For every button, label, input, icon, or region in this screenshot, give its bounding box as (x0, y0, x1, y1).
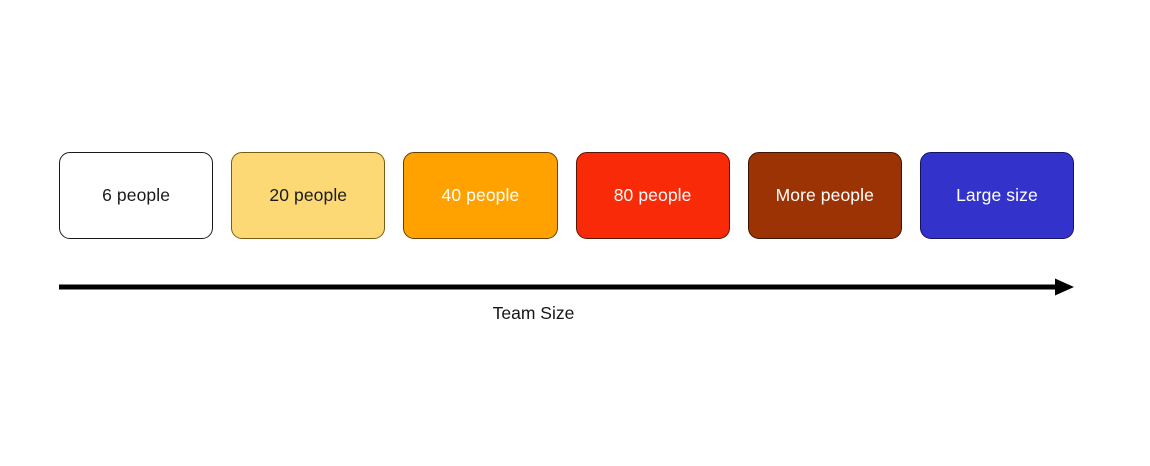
arrow-right-icon (59, 278, 1074, 296)
stage-box-more-people[interactable]: More people (747, 152, 902, 239)
stage-box-label: Large size (956, 184, 1038, 205)
stage-box-large-size[interactable]: Large size (919, 152, 1075, 239)
stage-box-label: 6 people (102, 184, 171, 205)
stage-box-label: 20 people (269, 184, 348, 205)
stage-box-20-people[interactable]: 20 people (231, 152, 386, 239)
stage-box-label: 80 people (613, 184, 692, 205)
stage-box-label: More people (775, 184, 874, 205)
stage-box-row: 6 people 20 people 40 people 80 people M… (59, 152, 1075, 239)
stage-box-6-people[interactable]: 6 people (59, 152, 214, 239)
stage-box-label: 40 people (441, 184, 520, 205)
stage-box-40-people[interactable]: 40 people (403, 152, 558, 239)
stage-box-80-people[interactable]: 80 people (575, 152, 730, 239)
axis-caption-team-size: Team Size (492, 303, 575, 323)
